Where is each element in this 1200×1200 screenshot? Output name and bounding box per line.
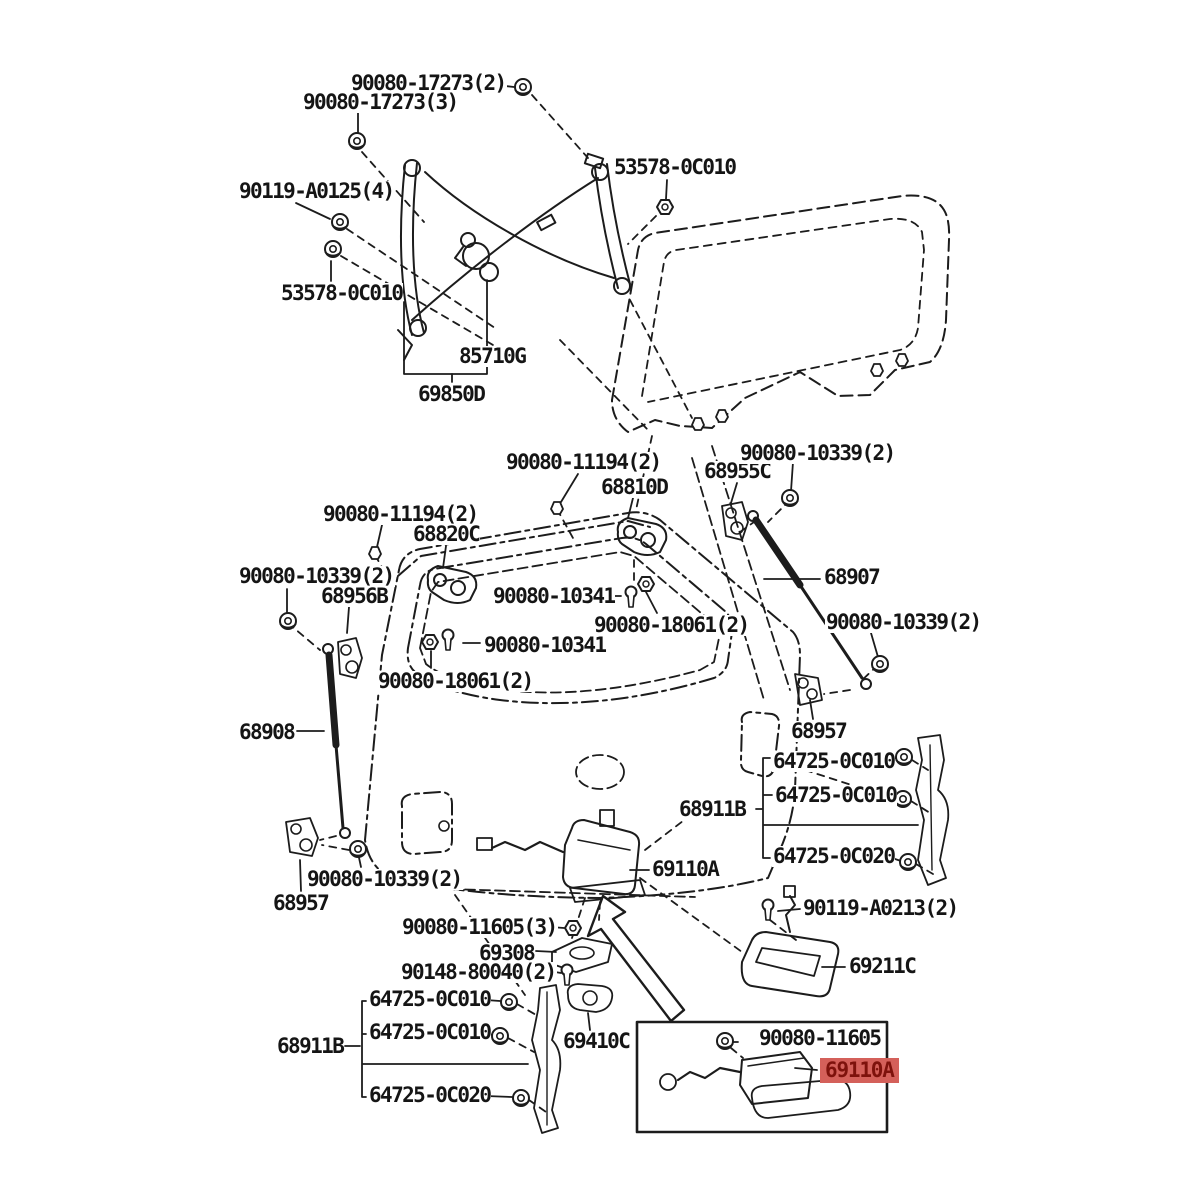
part-label-90080-10339-2-midright: 90080-10339(2) xyxy=(825,610,982,634)
part-label-69110A-main: 69110A xyxy=(651,857,720,881)
part-label-53578-0C010-right: 53578-0C010 xyxy=(613,155,737,179)
part-label-90148-80040-2: 90148-80040(2) xyxy=(400,960,557,984)
part-label-90080-10339-2-botleft: 90080-10339(2) xyxy=(306,867,463,891)
part-label-69850D: 69850D xyxy=(417,382,486,406)
part-label-64725-0C020-l: 64725-0C020 xyxy=(368,1083,492,1107)
part-label-90080-11605-3: 90080-11605(3) xyxy=(401,915,558,939)
part-label-90119-A0125-4: 90119-A0125(4) xyxy=(238,179,395,203)
part-label-90080-11194-2-left: 90080-11194(2) xyxy=(322,502,479,526)
part-label-64725-0C010-r1: 64725-0C010 xyxy=(772,749,896,773)
part-label-90080-17273-3: 90080-17273(3) xyxy=(302,90,459,114)
part-label-90080-10341-lower: 90080-10341 xyxy=(483,633,607,657)
part-label-68957-left: 68957 xyxy=(272,891,330,915)
part-label-90080-17273-2: 90080-17273(2) xyxy=(350,71,507,95)
part-label-90080-11194-2-right: 90080-11194(2) xyxy=(505,450,662,474)
part-label-68810D: 68810D xyxy=(600,475,669,499)
part-label-68820C: 68820C xyxy=(412,522,481,546)
part-label-90080-10341-upper: 90080-10341 xyxy=(492,584,616,608)
part-label-68911B-left: 68911B xyxy=(276,1034,345,1058)
part-label-64725-0C010-r2: 64725-0C010 xyxy=(774,783,898,807)
part-label-90080-11605-inset: 90080-11605 xyxy=(758,1026,882,1050)
part-label-69211C: 69211C xyxy=(848,954,917,978)
part-label-64725-0C020-r: 64725-0C020 xyxy=(772,844,896,868)
part-label-68956B: 68956B xyxy=(320,584,389,608)
part-label-64725-0C010-l2: 64725-0C010 xyxy=(368,1020,492,1044)
part-label-90080-10339-2-left: 90080-10339(2) xyxy=(238,564,395,588)
part-label-53578-0C010-left: 53578-0C010 xyxy=(280,281,404,305)
part-label-85710G: 85710G xyxy=(458,344,527,368)
part-label-68911B-right: 68911B xyxy=(678,797,747,821)
part-label-90080-18061-2-left: 90080-18061(2) xyxy=(377,669,534,693)
part-label-90119-A0213-2: 90119-A0213(2) xyxy=(802,896,959,920)
part-label-90080-18061-2-right: 90080-18061(2) xyxy=(593,613,750,637)
part-label-90080-10339-2-topright: 90080-10339(2) xyxy=(739,441,896,465)
part-label-68957-right: 68957 xyxy=(790,719,848,743)
part-label-68955C: 68955C xyxy=(703,459,772,483)
part-label-69410C: 69410C xyxy=(562,1029,631,1053)
part-label-64725-0C010-l1: 64725-0C010 xyxy=(368,987,492,1011)
part-label-69308: 69308 xyxy=(478,941,536,965)
part-label-68908: 68908 xyxy=(238,720,296,744)
part-label-69110A-inset: 69110A xyxy=(820,1058,899,1083)
part-label-68907: 68907 xyxy=(823,565,881,589)
